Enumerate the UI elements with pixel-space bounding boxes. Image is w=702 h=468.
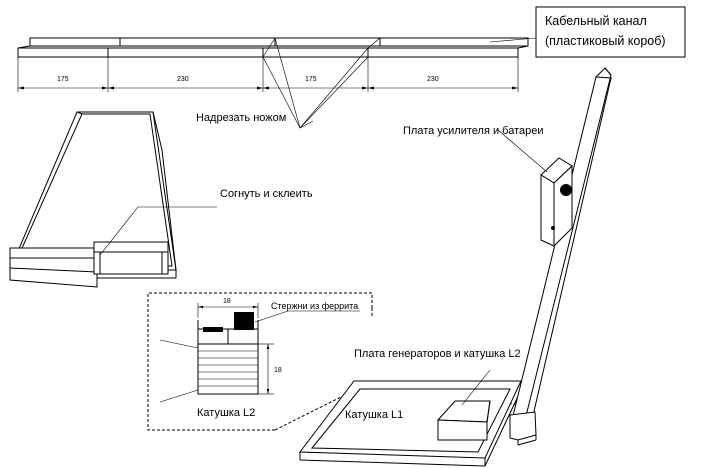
dim-seg2: 230 bbox=[177, 76, 189, 83]
cable-channel-callout: Кабельный канал (пластиковый короб) bbox=[489, 6, 686, 58]
label-coil-l2: Катушка L2 bbox=[197, 407, 255, 419]
dim-seg4: 230 bbox=[427, 76, 439, 83]
label-cut-with-knife: Надрезать ножом bbox=[196, 112, 286, 124]
ferrite-rod-small bbox=[203, 327, 223, 332]
dim-seg1: 175 bbox=[57, 76, 69, 83]
label-fold-and-glue: Согнуть и склеить bbox=[220, 188, 313, 200]
cable-channel-strip bbox=[17, 37, 529, 58]
dim-coil-width: 18 bbox=[223, 298, 231, 305]
dim-seg3: 175 bbox=[305, 76, 317, 83]
label-amplifier-board: Плата усилителя и батареи bbox=[403, 125, 544, 137]
label-ferrite-rods: Стержни из феррита bbox=[271, 301, 358, 311]
dim-coil-height: 18 bbox=[274, 367, 282, 374]
ferrite-rod-large bbox=[234, 312, 254, 330]
knob-circle bbox=[560, 184, 572, 196]
folded-box bbox=[9, 111, 177, 288]
label-generator-board: Плата генераторов и катушка L2 bbox=[354, 348, 521, 360]
label-cable-channel-line2: (пластиковый короб) bbox=[545, 34, 666, 48]
cut-lines bbox=[262, 37, 381, 129]
label-cable-channel-line1: Кабельный канал bbox=[545, 14, 647, 28]
label-coil-l1: Катушка L1 bbox=[345, 409, 403, 421]
strip-dimensions: 175 230 175 230 bbox=[17, 57, 519, 92]
led-dot bbox=[551, 226, 555, 230]
